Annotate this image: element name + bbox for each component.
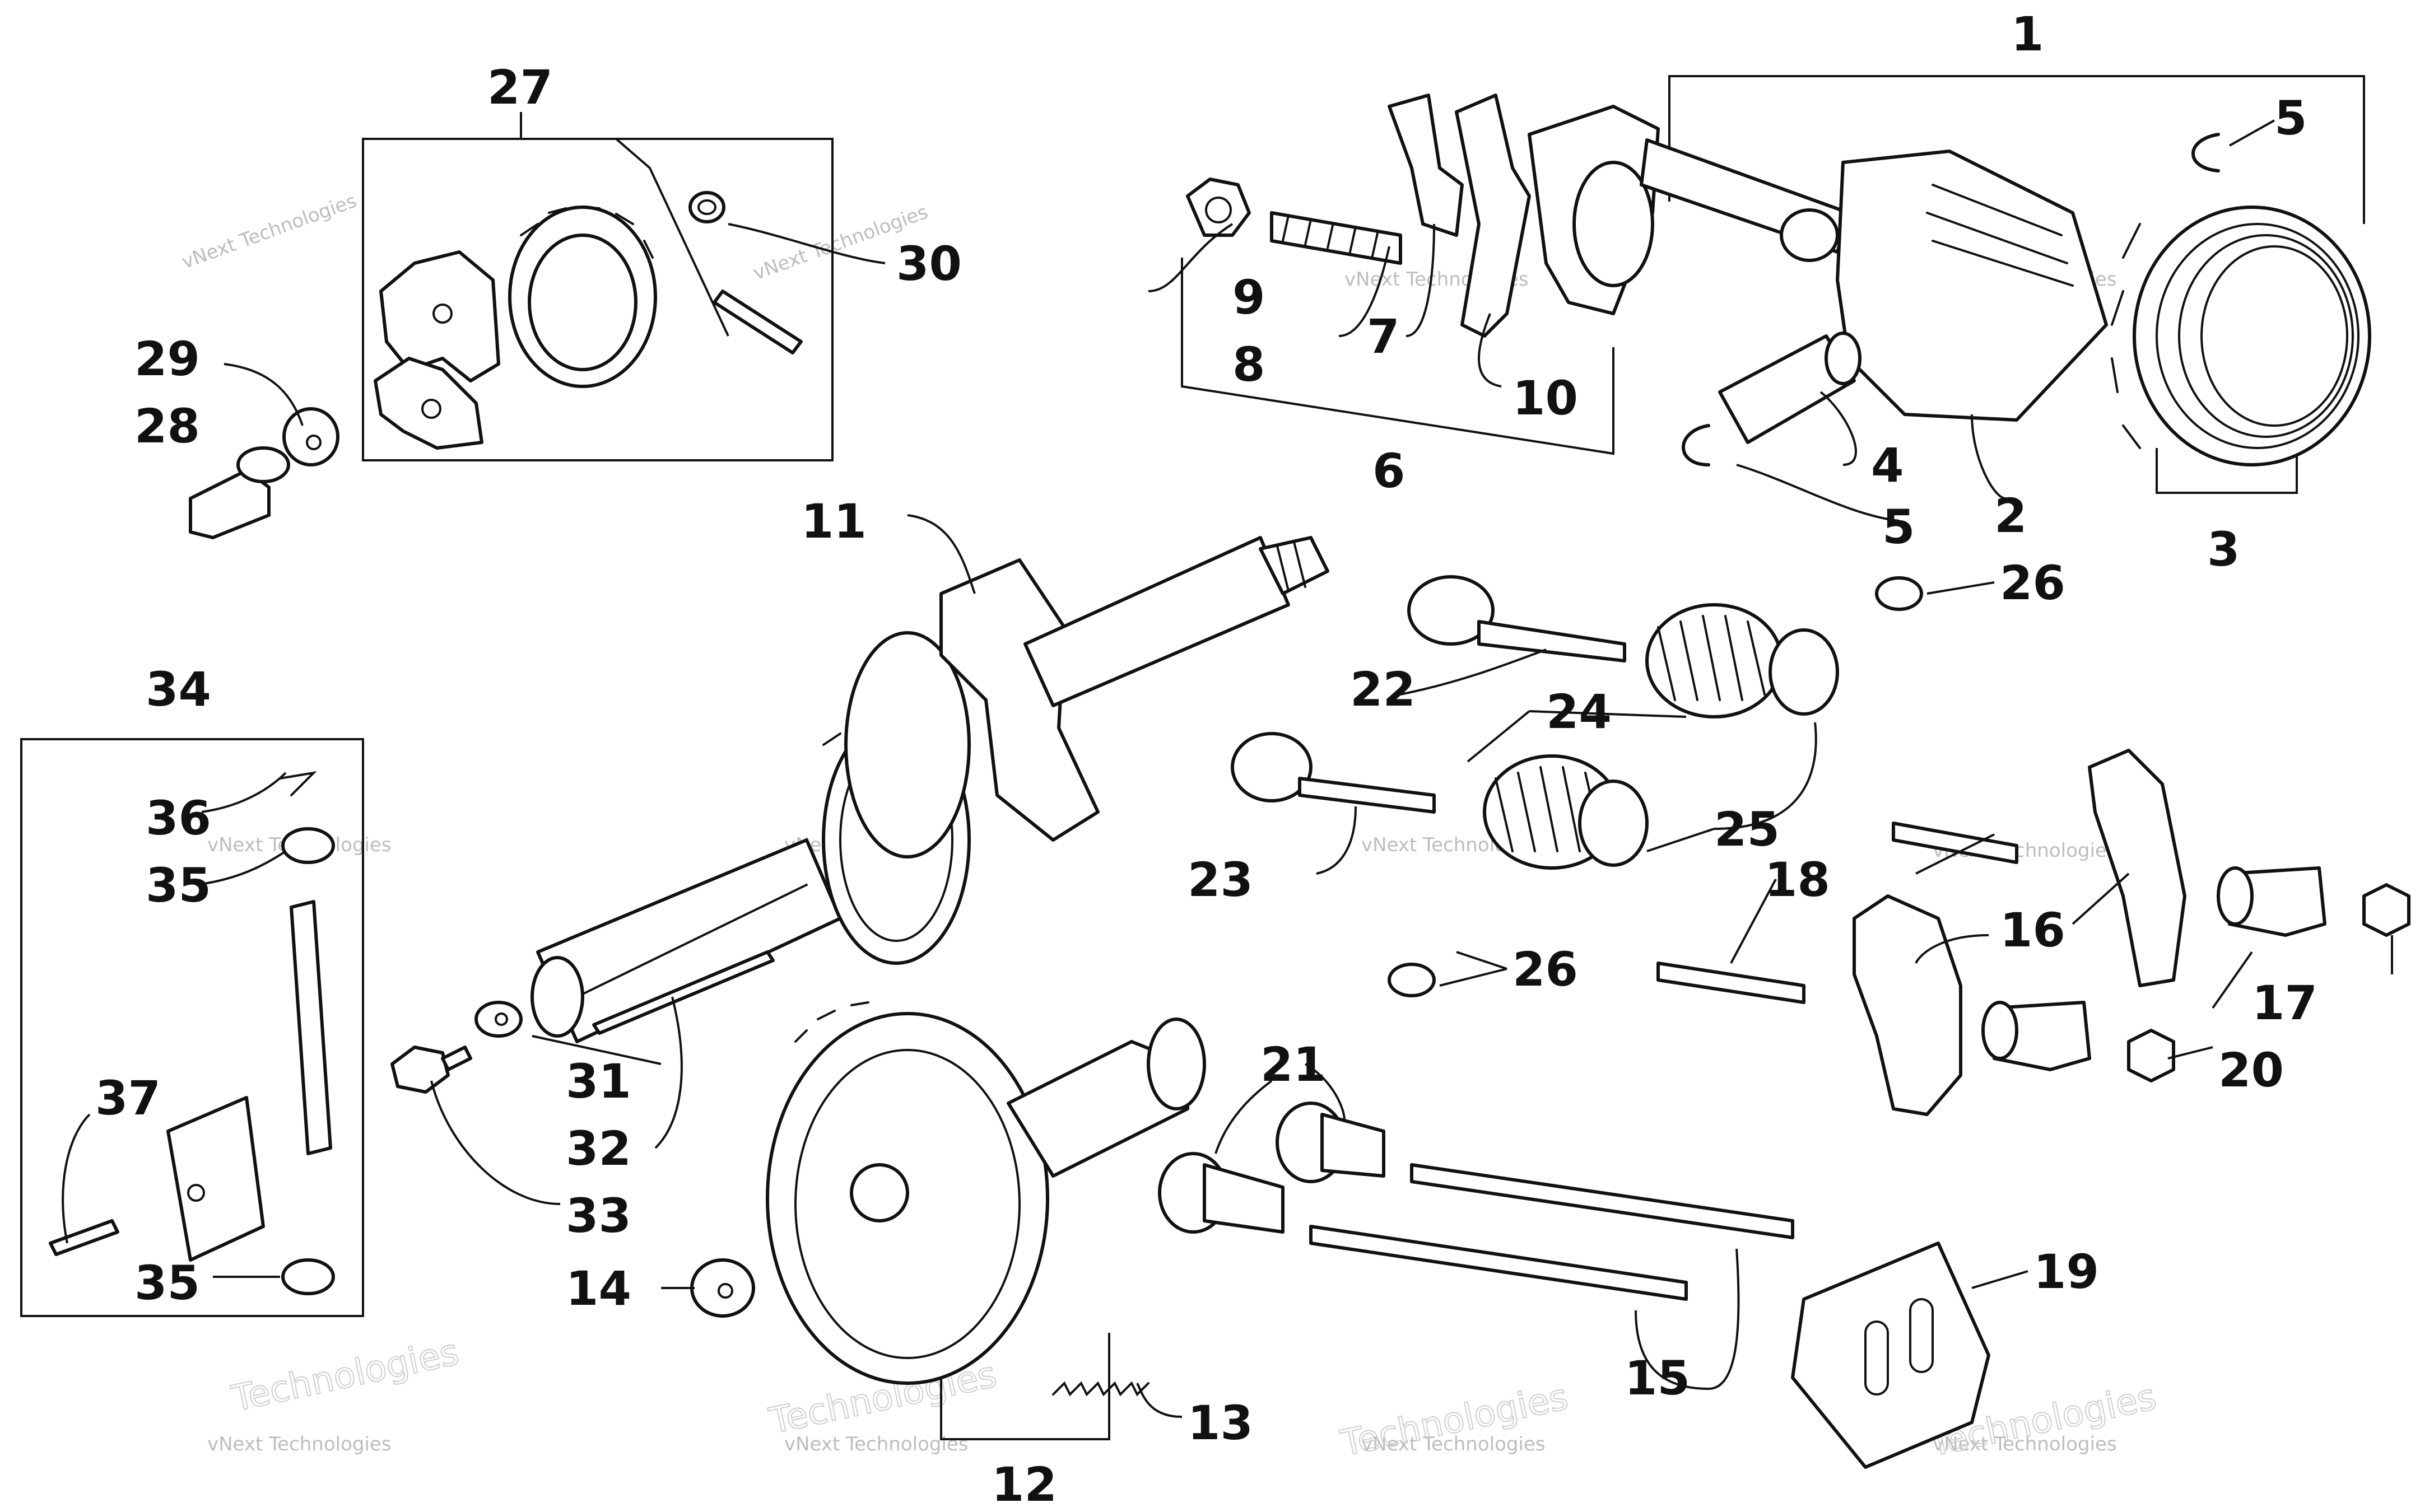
- callout-34: 34: [146, 662, 211, 717]
- callout-16: 16: [2000, 903, 2065, 958]
- callout-32: 32: [566, 1121, 631, 1176]
- svg-text:vNext Technologies: vNext Technologies: [207, 1433, 392, 1455]
- callout-15: 15: [1625, 1351, 1690, 1406]
- rod-cap-set: [1186, 94, 1531, 338]
- spring-13: [1052, 1381, 1150, 1397]
- callout-20: 20: [2218, 1043, 2284, 1098]
- watermark: Technologies: [227, 1331, 463, 1421]
- svg-text:vNext Technologies: vNext Technologies: [1933, 1433, 2117, 1455]
- callout-28: 28: [134, 399, 200, 454]
- piston-pin: [1718, 332, 1861, 444]
- callout-21: 21: [1260, 1037, 1326, 1092]
- callout-37: 37: [95, 1071, 161, 1126]
- rocker-pivots: [1981, 866, 2410, 1082]
- callout-35b: 35: [134, 1256, 200, 1310]
- piston-pin-clip: [1682, 424, 1710, 466]
- push-rods: [1309, 1163, 1794, 1301]
- callout-14: 14: [566, 1261, 631, 1316]
- bracket-6: [1181, 258, 1614, 455]
- callout-19: 19: [2033, 1244, 2099, 1299]
- svg-text:vNext Technologies: vNext Technologies: [1361, 1433, 1546, 1455]
- leader-lines: [62, 112, 2393, 1418]
- watermark: vNext Technologies: [1933, 1433, 2117, 1455]
- piston-and-rod: [1528, 105, 2108, 422]
- watermark: vNext Technologies: [784, 1433, 969, 1455]
- callout-12: 12: [992, 1457, 1057, 1512]
- callout-18: 18: [1765, 852, 1830, 907]
- callout-1: 1: [2011, 7, 2044, 62]
- governor-assembly: [374, 191, 803, 450]
- callout-30: 30: [896, 236, 962, 291]
- rocker-arms: [1853, 749, 2186, 1116]
- valves: [1231, 575, 1626, 814]
- callout-13: 13: [1188, 1396, 1253, 1450]
- callout-31: 31: [566, 1054, 631, 1109]
- callout-29: 29: [134, 332, 200, 386]
- callout-26b: 26: [1513, 942, 1578, 997]
- crankshaft: [530, 536, 1329, 1043]
- callout-9: 9: [1232, 270, 1265, 325]
- washer-14: [690, 1258, 755, 1318]
- callout-8: 8: [1232, 337, 1265, 392]
- callout-2: 2: [1994, 488, 2027, 543]
- callout-5b: 5: [1882, 500, 1915, 554]
- group-box-27: [362, 138, 834, 461]
- watermark: vNext Technologies: [179, 189, 359, 273]
- svg-text:Technologies: Technologies: [228, 1332, 463, 1420]
- callout-36: 36: [146, 791, 211, 846]
- callout-24: 24: [1546, 684, 1612, 739]
- callout-11: 11: [801, 494, 867, 549]
- camshaft: [766, 1001, 1206, 1385]
- tappets: [1158, 1102, 1385, 1234]
- svg-text:vNext Technologies: vNext Technologies: [179, 189, 359, 273]
- callout-6: 6: [1372, 444, 1405, 498]
- washer-31: [474, 1001, 523, 1038]
- svg-text:vNext Technologies: vNext Technologies: [784, 1433, 969, 1455]
- piston-pin-clip: [2191, 133, 2220, 172]
- callout-33: 33: [566, 1188, 631, 1243]
- callout-27: 27: [487, 60, 553, 115]
- callout-3: 3: [2207, 522, 2240, 577]
- group-box-34: [20, 738, 364, 1317]
- bracket-1: [1668, 75, 2365, 224]
- governor-link-assembly: [49, 771, 335, 1295]
- watermark: vNext Technologies: [1361, 1433, 1546, 1455]
- rocker-studs: [1656, 822, 2018, 1004]
- callout-25: 25: [1714, 802, 1780, 857]
- callout-10: 10: [1513, 371, 1578, 426]
- bracket-3: [2156, 448, 2298, 494]
- crank-key: [592, 950, 775, 1035]
- bolt-33: [390, 1046, 472, 1094]
- callout-5a: 5: [2274, 91, 2307, 146]
- valve-springs: [1483, 603, 1839, 870]
- watermark: vNext Technologies: [207, 1433, 392, 1455]
- callout-17: 17: [2252, 976, 2317, 1030]
- callout-35a: 35: [146, 858, 211, 913]
- callout-4: 4: [1871, 438, 1904, 493]
- callout-22: 22: [1350, 662, 1416, 717]
- breather-plate: [1791, 1242, 1990, 1469]
- governor-shaft: [189, 407, 339, 539]
- piston-rings: [2111, 206, 2371, 466]
- callout-26a: 26: [2000, 556, 2065, 610]
- callout-23: 23: [1188, 852, 1253, 907]
- callout-7: 7: [1367, 309, 1399, 364]
- valve-keepers: [1388, 576, 1923, 997]
- callouts: 1 2 3 4 5 5 6 7 8 9 10 11 12 13 14 15 16…: [95, 7, 2317, 1512]
